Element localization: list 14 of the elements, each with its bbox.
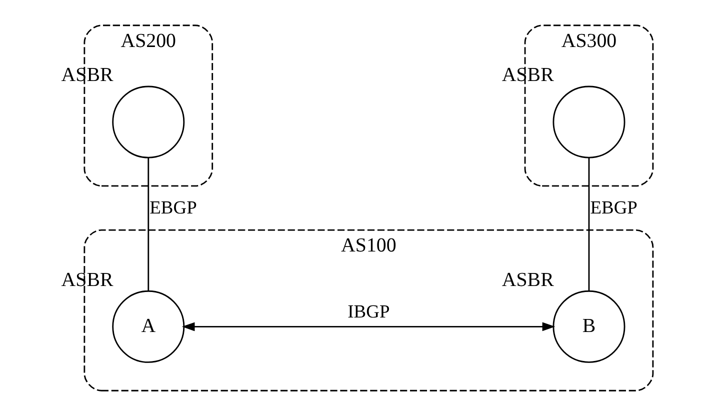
- node-label: ASBR: [60, 64, 113, 86]
- node-circle: [552, 86, 625, 158]
- connector: [147, 158, 149, 291]
- node-circle: B: [552, 290, 625, 363]
- edge-label: EBGP: [590, 198, 637, 218]
- node-circle: A: [112, 290, 184, 363]
- edge-label: IBGP: [347, 301, 390, 322]
- node-label: ASBR: [501, 268, 554, 291]
- node-circle: [112, 86, 184, 158]
- node-label: ASBR: [501, 64, 554, 86]
- connector: [588, 158, 590, 291]
- arrow: [181, 322, 555, 332]
- edge-label: EBGP: [149, 198, 196, 218]
- node-label: ASBR: [60, 268, 113, 291]
